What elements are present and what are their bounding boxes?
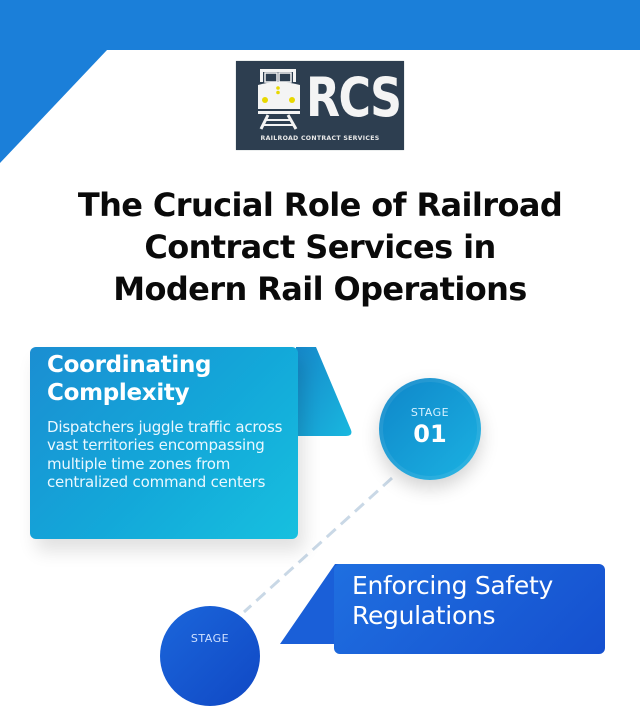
stage-badge-1: STAGE 01 [379, 378, 481, 480]
title-line-1: The Crucial Role of Railroad [77, 186, 563, 224]
heading-line-2: Complexity [47, 380, 190, 406]
stage-card-2: Enforcing Safety Regulations [334, 564, 605, 654]
rcs-logo: RCS RAILROAD CONTRACT SERVICES [236, 61, 404, 150]
logo-mark: RCS [306, 66, 402, 129]
stage-card-1: Coordinating Complexity Dispatchers jugg… [30, 347, 298, 539]
locomotive-icon [258, 69, 300, 130]
stage-number: 01 [413, 420, 447, 448]
page-title: The Crucial Role of Railroad Contract Se… [30, 184, 610, 310]
stage-card-2-heading: Enforcing Safety Regulations [352, 571, 553, 631]
logo-subtitle: RAILROAD CONTRACT SERVICES [260, 135, 380, 142]
stage-badge-2: STAGE [160, 606, 260, 706]
stage-label: STAGE [190, 632, 230, 645]
header-band [0, 0, 640, 50]
stage-card-1-heading: Coordinating Complexity [47, 351, 211, 407]
heading-line-2: Regulations [352, 601, 496, 630]
title-line-3: Modern Rail Operations [113, 270, 527, 308]
heading-line-1: Coordinating [47, 352, 212, 378]
card-flag-1 [296, 347, 352, 436]
stage-label: STAGE [410, 406, 450, 419]
stage-card-1-body: Dispatchers juggle traffic across vast t… [47, 418, 283, 492]
heading-line-1: Enforcing Safety [352, 571, 553, 600]
card-flag-2 [280, 564, 340, 644]
title-line-2: Contract Services in [144, 228, 496, 266]
